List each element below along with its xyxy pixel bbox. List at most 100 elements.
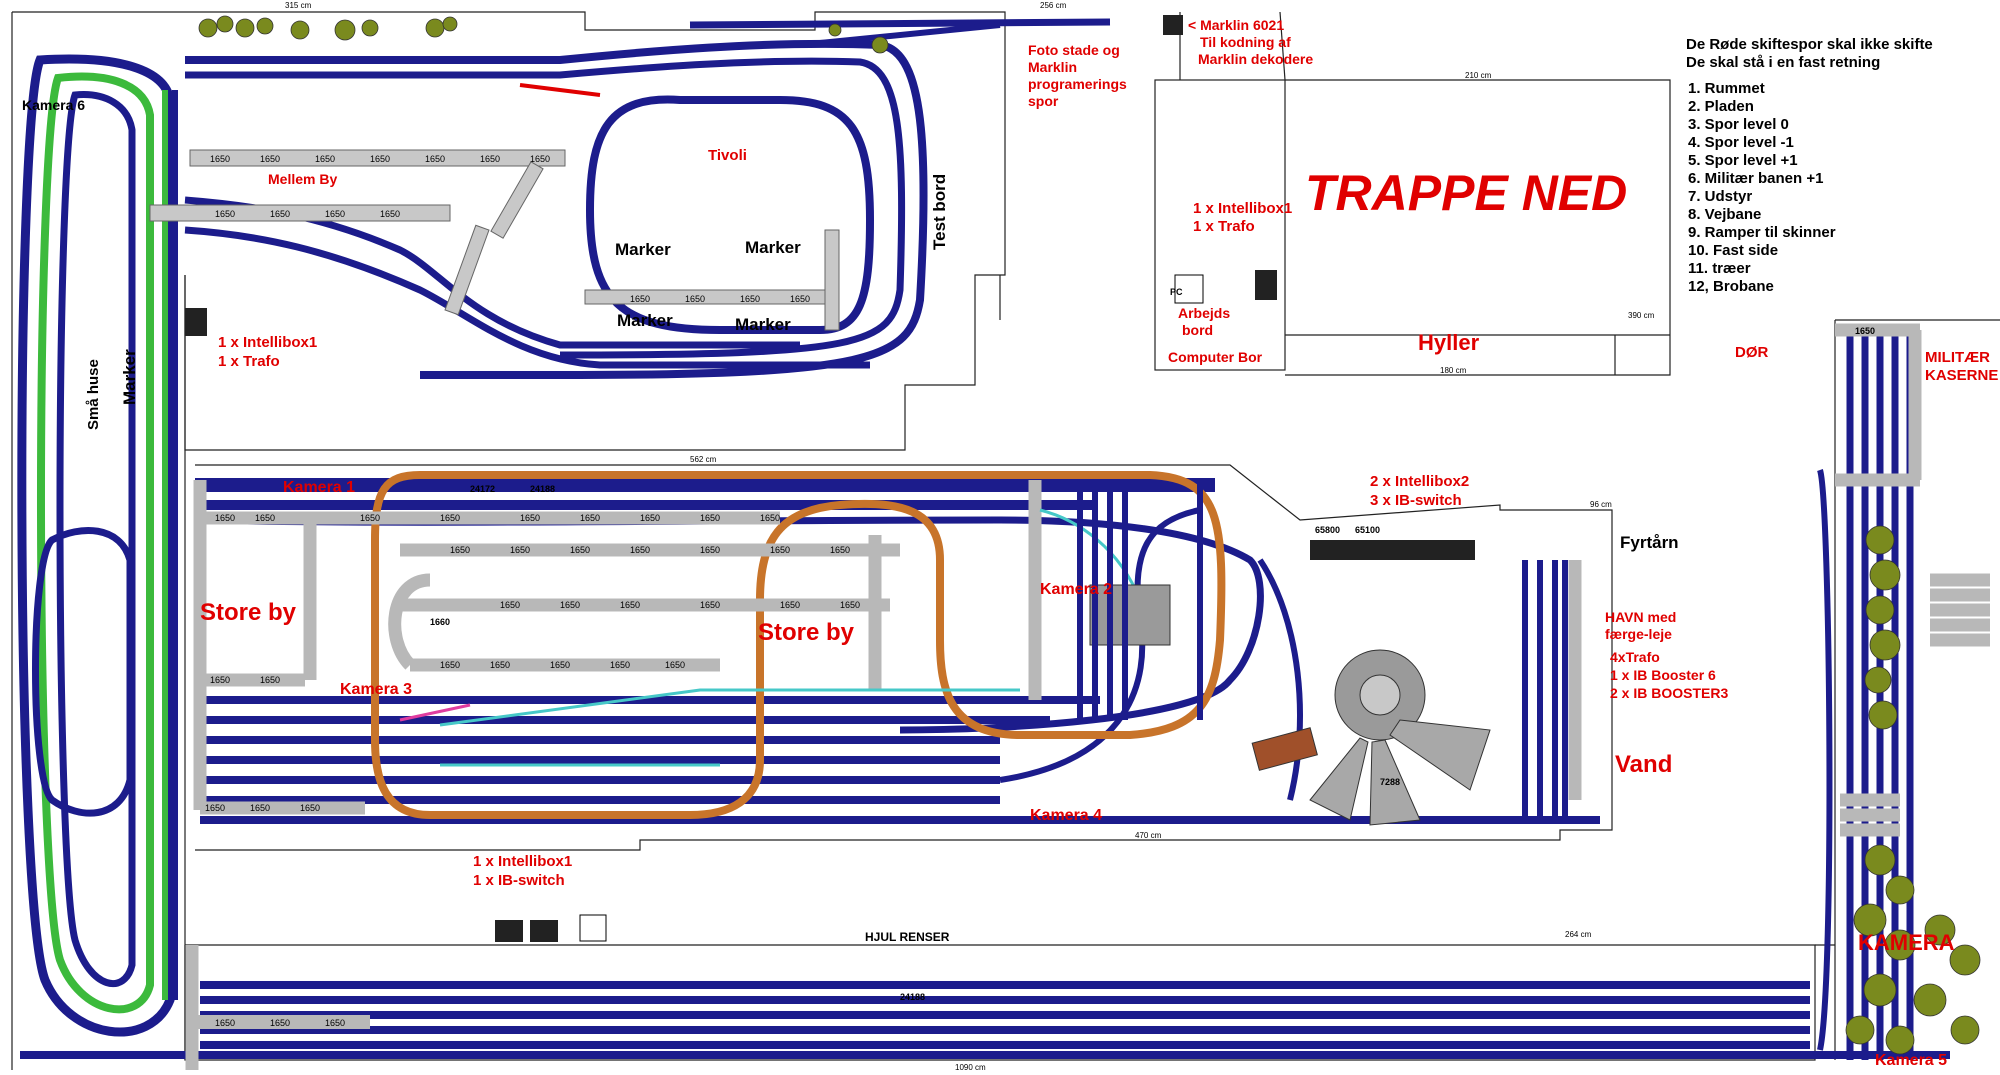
legend-item: 11. træer (1688, 260, 1751, 277)
label-store-by-left: Store by (200, 599, 297, 626)
legend-item: 7. Udstyr (1688, 188, 1753, 205)
svg-text:1650: 1650 (830, 545, 850, 555)
label-trappe-ned: TRAPPE NED (1305, 165, 1627, 221)
label-kaserne: KASERNE (1925, 367, 1998, 384)
label-tivoli: Tivoli (708, 147, 747, 164)
left-loop-tracks (17, 54, 178, 1037)
svg-text:1650: 1650 (250, 803, 270, 813)
label-ib-switch3: 3 x IB-switch (1370, 492, 1462, 509)
legend-item: 5. Spor level +1 (1688, 152, 1798, 169)
svg-text:1650: 1650 (440, 660, 460, 670)
label-trafo-b: 1 x Trafo (218, 353, 280, 370)
top-trees (198, 15, 889, 54)
dim-96: 96 cm (1590, 500, 1612, 509)
svg-text:1650: 1650 (620, 600, 640, 610)
label-store-by-center: Store by (758, 619, 855, 646)
label-hyller: Hyller (1418, 330, 1480, 355)
svg-text:1650: 1650 (780, 600, 800, 610)
label-trafo-a: 1 x Trafo (1193, 218, 1255, 235)
label-foto-stade: Foto stade og (1028, 42, 1120, 58)
bottom-tracks (20, 945, 1950, 1070)
label-intellibox-a: 1 x Intellibox1 (1193, 200, 1292, 217)
label-bord: bord (1182, 322, 1213, 338)
legend-item: 1. Rummet (1688, 80, 1765, 97)
svg-text:1650: 1650 (215, 513, 235, 523)
svg-text:1650: 1650 (530, 154, 550, 164)
svg-text:1650: 1650 (325, 209, 345, 219)
label-hjul-renser: HJUL RENSER (865, 930, 950, 944)
label-arbejds: Arbejds (1178, 305, 1230, 321)
svg-text:1650: 1650 (550, 660, 570, 670)
label-kamera5: Kamera 5 (1875, 1052, 1947, 1069)
bottom-strip-codes: 1650 1650 1650 (215, 1018, 345, 1028)
harbor-tracks (1077, 480, 1582, 820)
svg-text:1650: 1650 (630, 545, 650, 555)
label-kamera2: Kamera 2 (1040, 581, 1112, 598)
label-faerge: færge-leje (1605, 626, 1672, 642)
legend-item: 6. Militær banen +1 (1688, 170, 1824, 187)
dim-210: 210 cm (1465, 71, 1492, 80)
svg-text:1650: 1650 (300, 803, 320, 813)
top-road-strips (149, 149, 840, 331)
label-til-kodning: Til kodning af (1200, 34, 1291, 50)
legend-item: 12, Brobane (1688, 278, 1774, 295)
right-board-tracks (1817, 323, 1990, 1060)
label-sma-huse: Små huse (85, 359, 102, 430)
label-militaer: MILITÆR (1925, 349, 1990, 366)
svg-text:1650: 1650 (215, 209, 235, 219)
svg-text:1650: 1650 (700, 513, 720, 523)
label-mellem-by: Mellem By (268, 171, 337, 187)
svg-text:1650: 1650 (770, 545, 790, 555)
dim-1090: 1090 cm (955, 1063, 986, 1072)
label-programerings: programerings (1028, 76, 1127, 92)
turntable (1089, 584, 1491, 826)
code-65800: 65800 (1315, 525, 1340, 535)
label-fyrtarn: Fyrtårn (1620, 533, 1679, 552)
legend-note-1: De Røde skiftespor skal ikke skifte (1686, 36, 1933, 53)
label-computer-bor: Computer Bor (1168, 349, 1263, 365)
label-spor: spor (1028, 93, 1059, 109)
dim-315: 315 cm (285, 1, 312, 10)
legend-note-2: De skal stå i en fast retning (1686, 54, 1881, 71)
label-booster6: 1 x IB Booster 6 (1610, 667, 1716, 683)
label-vand: Vand (1615, 751, 1672, 778)
legend-item: 2. Pladen (1688, 98, 1754, 115)
label-intellibox-b: 1 x Intellibox1 (218, 334, 317, 351)
svg-text:1650: 1650 (490, 660, 510, 670)
svg-text:1650: 1650 (425, 154, 445, 164)
svg-text:1650: 1650 (270, 209, 290, 219)
svg-text:1650: 1650 (580, 513, 600, 523)
dim-180: 180 cm (1440, 366, 1467, 375)
svg-text:1650: 1650 (630, 294, 650, 304)
svg-text:1650: 1650 (380, 209, 400, 219)
label-kamera-small: KAMERA (1858, 930, 1955, 955)
central-tracks (193, 471, 1600, 824)
label-dor: DØR (1735, 344, 1769, 361)
svg-text:1650: 1650 (325, 1018, 345, 1028)
label-intellibox-c: 1 x Intellibox1 (473, 853, 572, 870)
svg-text:1650: 1650 (700, 545, 720, 555)
legend-item: 8. Vejbane (1688, 206, 1762, 223)
label-ib-switch1: 1 x IB-switch (473, 872, 565, 889)
dim-470: 470 cm (1135, 831, 1162, 840)
label-marklin6021: < Marklin 6021 (1188, 17, 1284, 33)
label-booster3: 2 x IB BOOSTER3 (1610, 685, 1728, 701)
svg-text:1650: 1650 (510, 545, 530, 555)
svg-text:1650: 1650 (665, 660, 685, 670)
dim-256: 256 cm (1040, 1, 1067, 10)
label-marklin-prog: Marklin (1028, 59, 1077, 75)
svg-text:1650: 1650 (685, 294, 705, 304)
code-65100: 65100 (1355, 525, 1380, 535)
label-havn: HAVN med (1605, 609, 1676, 625)
code-7288: 7288 (1380, 777, 1400, 787)
central-strip-codes: 1650 1650 1650 1650 1650 1650 1650 1650 1650 165… (205, 513, 860, 813)
legend-item: 10. Fast side (1688, 242, 1779, 259)
label-intellibox2: 2 x Intellibox2 (1370, 473, 1469, 490)
svg-text:1650: 1650 (315, 154, 335, 164)
svg-text:1650: 1650 (270, 1018, 290, 1028)
svg-text:1650: 1650 (215, 1018, 235, 1028)
svg-text:1650: 1650 (740, 294, 760, 304)
label-kamera6: Kamera 6 (22, 97, 85, 113)
devices (185, 15, 1475, 942)
